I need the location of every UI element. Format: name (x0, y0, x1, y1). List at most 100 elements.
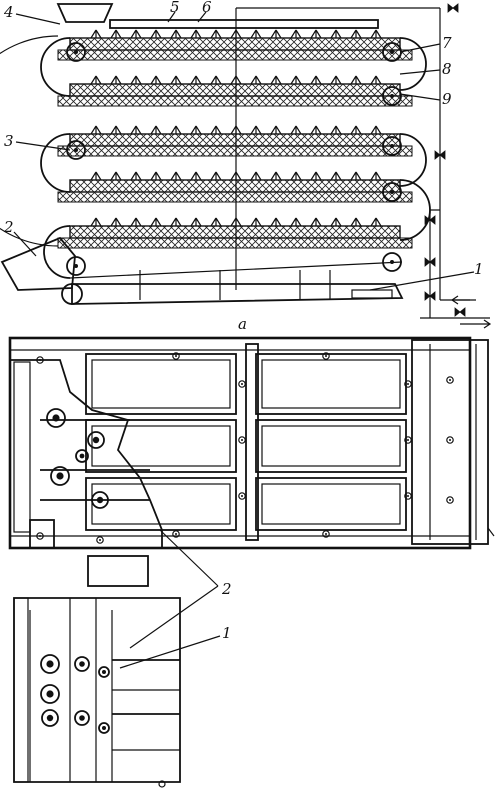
spray-nozzle (370, 29, 382, 39)
panel-b-plan-view (8, 336, 495, 550)
roller-axle (390, 50, 394, 54)
conveyor-belts (0, 35, 431, 279)
roller-axle (74, 148, 78, 152)
frame-panel-inner (91, 425, 231, 467)
bolt-center (407, 495, 409, 497)
spray-nozzle (130, 217, 142, 227)
motor-block (29, 519, 55, 549)
belt-return-run (57, 191, 413, 203)
panel-c-detail: 2 1 (13, 529, 232, 788)
spray-nozzle (190, 125, 202, 135)
spray-nozzle (110, 29, 122, 39)
callout-9: 9 (442, 90, 452, 108)
belt-turn-left-outer (0, 35, 59, 247)
feed-hopper (56, 3, 114, 23)
spray-nozzle (350, 171, 362, 181)
belt-return-run (57, 145, 413, 157)
spray-nozzle (90, 75, 102, 85)
collection-tank (71, 283, 404, 305)
spray-nozzle (90, 217, 102, 227)
gear (50, 466, 70, 486)
belt-return-run (57, 95, 413, 107)
bolt (238, 436, 246, 444)
spray-nozzle (350, 75, 362, 85)
spray-nozzles (90, 29, 382, 227)
roller-axle (390, 144, 394, 148)
spray-nozzle (370, 171, 382, 181)
spray-nozzle (170, 125, 182, 135)
belt-turn-left (40, 133, 71, 193)
frame-panel-inner (261, 359, 401, 409)
bolt (404, 380, 412, 388)
gear (41, 709, 59, 727)
roller (382, 182, 402, 202)
valve (424, 257, 436, 267)
callout-4: 4 (3, 3, 14, 21)
spray-nozzle (310, 171, 322, 181)
bolt (446, 376, 454, 384)
gear (74, 710, 90, 726)
gear (98, 722, 110, 734)
frame-panel-inner (91, 483, 231, 525)
bolt (322, 530, 330, 538)
bolt-center (241, 495, 243, 497)
belt-turn-left (40, 37, 71, 97)
bolt (96, 536, 104, 544)
bolt (404, 492, 412, 500)
roller-axle (74, 50, 78, 54)
gear (75, 449, 89, 463)
bolt-center (449, 499, 451, 501)
spray-nozzle (210, 75, 222, 85)
cutaway-drive-section (9, 359, 163, 549)
end-tick (487, 527, 495, 537)
mesh-belt (69, 133, 401, 147)
spray-nozzle (310, 75, 322, 85)
spray-nozzle (190, 217, 202, 227)
gear-hub (79, 453, 85, 459)
bolt (238, 380, 246, 388)
spray-nozzle (330, 75, 342, 85)
bolt-center (325, 533, 327, 535)
valve (424, 291, 436, 301)
spray-nozzle (250, 75, 262, 85)
mesh-belt (69, 179, 401, 193)
belt-turn-right (399, 37, 427, 91)
gear-hub (46, 660, 54, 668)
spray-nozzle (270, 125, 282, 135)
frame-panel-inner (261, 483, 401, 525)
spray-nozzle (270, 29, 282, 39)
callout-6: 6 (202, 0, 212, 16)
callout-7: 7 (442, 34, 452, 52)
callout-1: 1 (222, 624, 232, 642)
gear-hub (102, 726, 106, 730)
inlet-conveyor (0, 236, 76, 291)
gearbox (87, 555, 149, 587)
spray-nozzle (330, 125, 342, 135)
spray-nozzle (370, 217, 382, 227)
spray-nozzle (290, 29, 302, 39)
roller (382, 136, 402, 156)
spray-nozzle (310, 217, 322, 227)
gear (74, 656, 90, 672)
gear (98, 666, 110, 678)
bolt-center (241, 383, 243, 385)
bolt-center (407, 383, 409, 385)
spray-nozzle (270, 75, 282, 85)
panel-a-side-view: 4 5 6 7 8 9 3 2 1 a (0, 0, 492, 333)
valves (424, 3, 466, 317)
right-end-housing (411, 339, 489, 545)
gear-hub (102, 670, 106, 674)
bolt-center (449, 439, 451, 441)
detail-wall-hatch (13, 597, 29, 783)
gear-hub (79, 661, 85, 667)
bolt-center (449, 379, 451, 381)
spray-nozzle (110, 217, 122, 227)
gear (40, 654, 60, 674)
spray-nozzle (210, 217, 222, 227)
spray-nozzle (110, 125, 122, 135)
roller (382, 252, 402, 272)
roller-axle (390, 260, 394, 264)
bolt-center (99, 539, 101, 541)
bolt-center (175, 355, 177, 357)
detail-bolt (158, 780, 166, 788)
